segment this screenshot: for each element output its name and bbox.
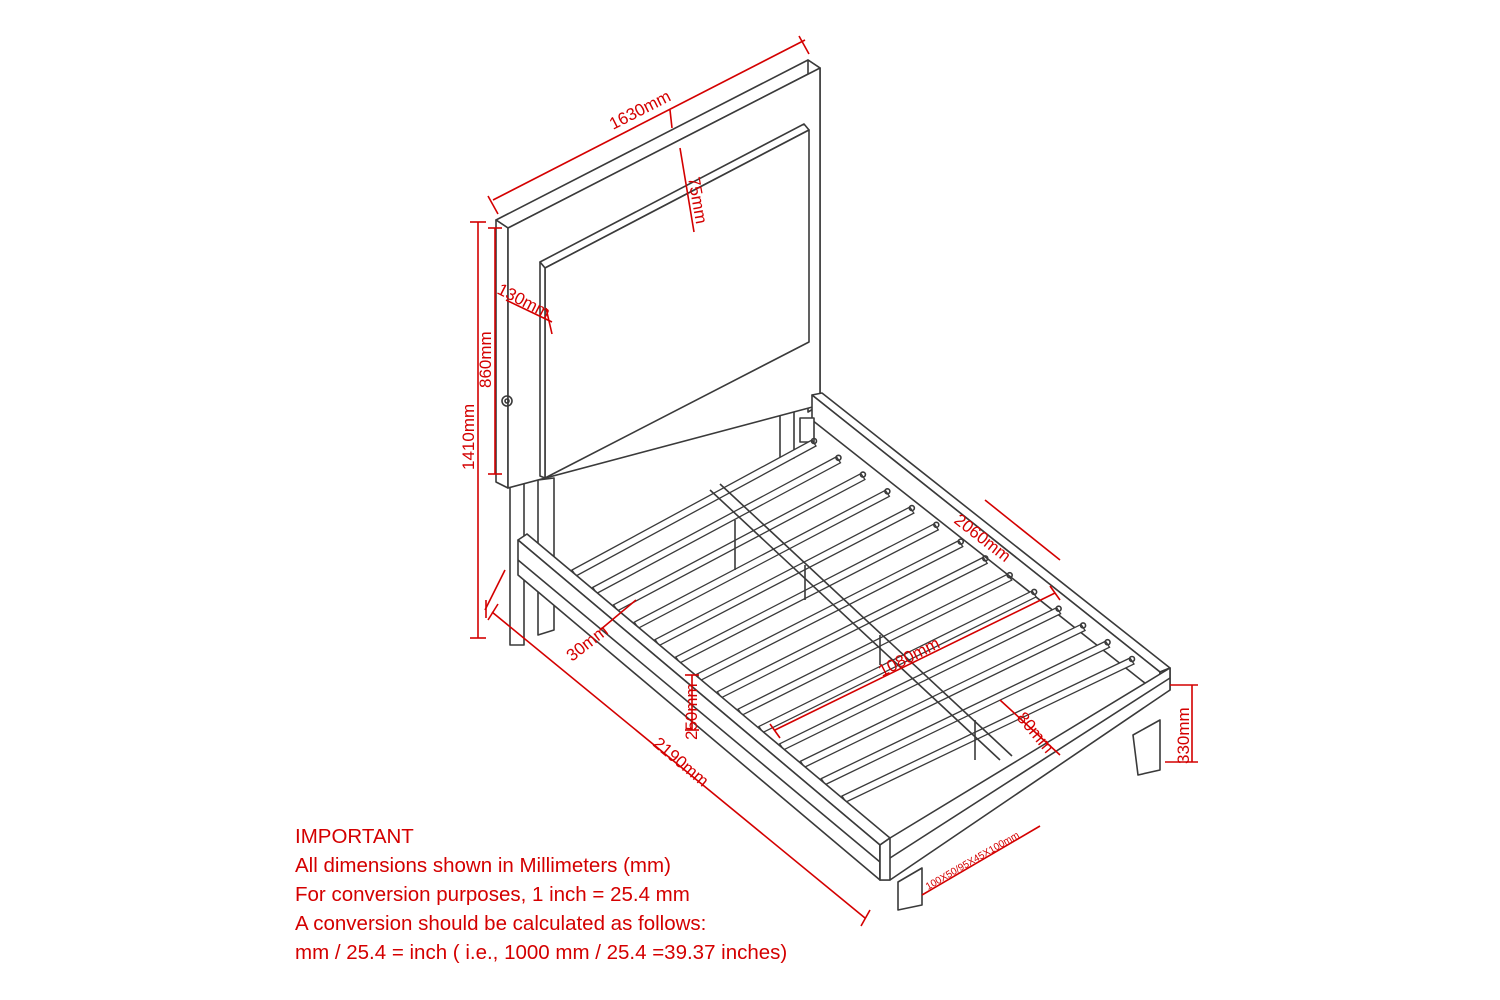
dim-total-length: 2190mm (649, 734, 712, 791)
slat (612, 472, 866, 612)
note-line-2: For conversion purposes, 1 inch = 25.4 m… (295, 883, 690, 906)
slat-cap (957, 538, 965, 545)
slat (591, 455, 842, 595)
slat (633, 489, 891, 630)
slat-cap (1006, 571, 1013, 579)
note-heading: IMPORTANT (295, 825, 414, 848)
slat-cap (908, 504, 916, 512)
slat-cap (1079, 622, 1087, 629)
leg-front-right (1132, 719, 1161, 776)
legs (897, 719, 1161, 911)
slat-cap (884, 488, 891, 495)
slat-cap (859, 471, 867, 478)
note-line-1: All dimensions shown in Millimeters (mm) (295, 854, 671, 877)
note-line-4: mm / 25.4 = inch ( i.e., 1000 mm / 25.4 … (295, 941, 788, 964)
slat-cap (1104, 638, 1111, 646)
slat (716, 556, 989, 699)
slat-cap (835, 454, 842, 462)
slat (674, 523, 940, 664)
dim-panel-height: 860mm (476, 331, 495, 388)
slat-cap (810, 437, 818, 445)
footboard (879, 667, 1171, 881)
slat-cap (981, 555, 989, 562)
usb-port-icon (501, 395, 513, 407)
dim-total-height: 1410mm (459, 404, 478, 470)
slat-cap (933, 521, 940, 529)
note-line-3: A conversion should be calculated as fol… (295, 912, 707, 935)
dim-headboard-width: 1630mm (606, 87, 674, 134)
slat (778, 606, 1062, 751)
dim-rail-height: 250mm (682, 683, 701, 740)
slat-cap (1128, 655, 1136, 663)
rail-bracket (799, 417, 815, 443)
important-note: IMPORTANT All dimensions shown in Millim… (295, 822, 787, 967)
headboard (495, 59, 821, 489)
slat (654, 506, 915, 647)
slat-cap (1030, 588, 1038, 596)
dimension-lines (470, 35, 1198, 927)
bed-frame (495, 59, 1171, 911)
dim-foot-height: 330mm (1174, 707, 1193, 764)
slat-cap (1055, 605, 1062, 612)
center-support (709, 483, 1013, 761)
leg-front-left (897, 867, 923, 911)
